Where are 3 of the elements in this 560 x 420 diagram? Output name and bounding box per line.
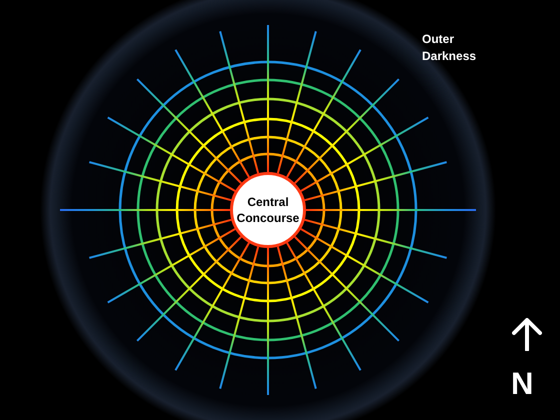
concourse-label: Central Concourse: [236, 194, 300, 226]
north-label: N: [511, 368, 534, 399]
area-label: Outer Darkness: [422, 31, 478, 65]
